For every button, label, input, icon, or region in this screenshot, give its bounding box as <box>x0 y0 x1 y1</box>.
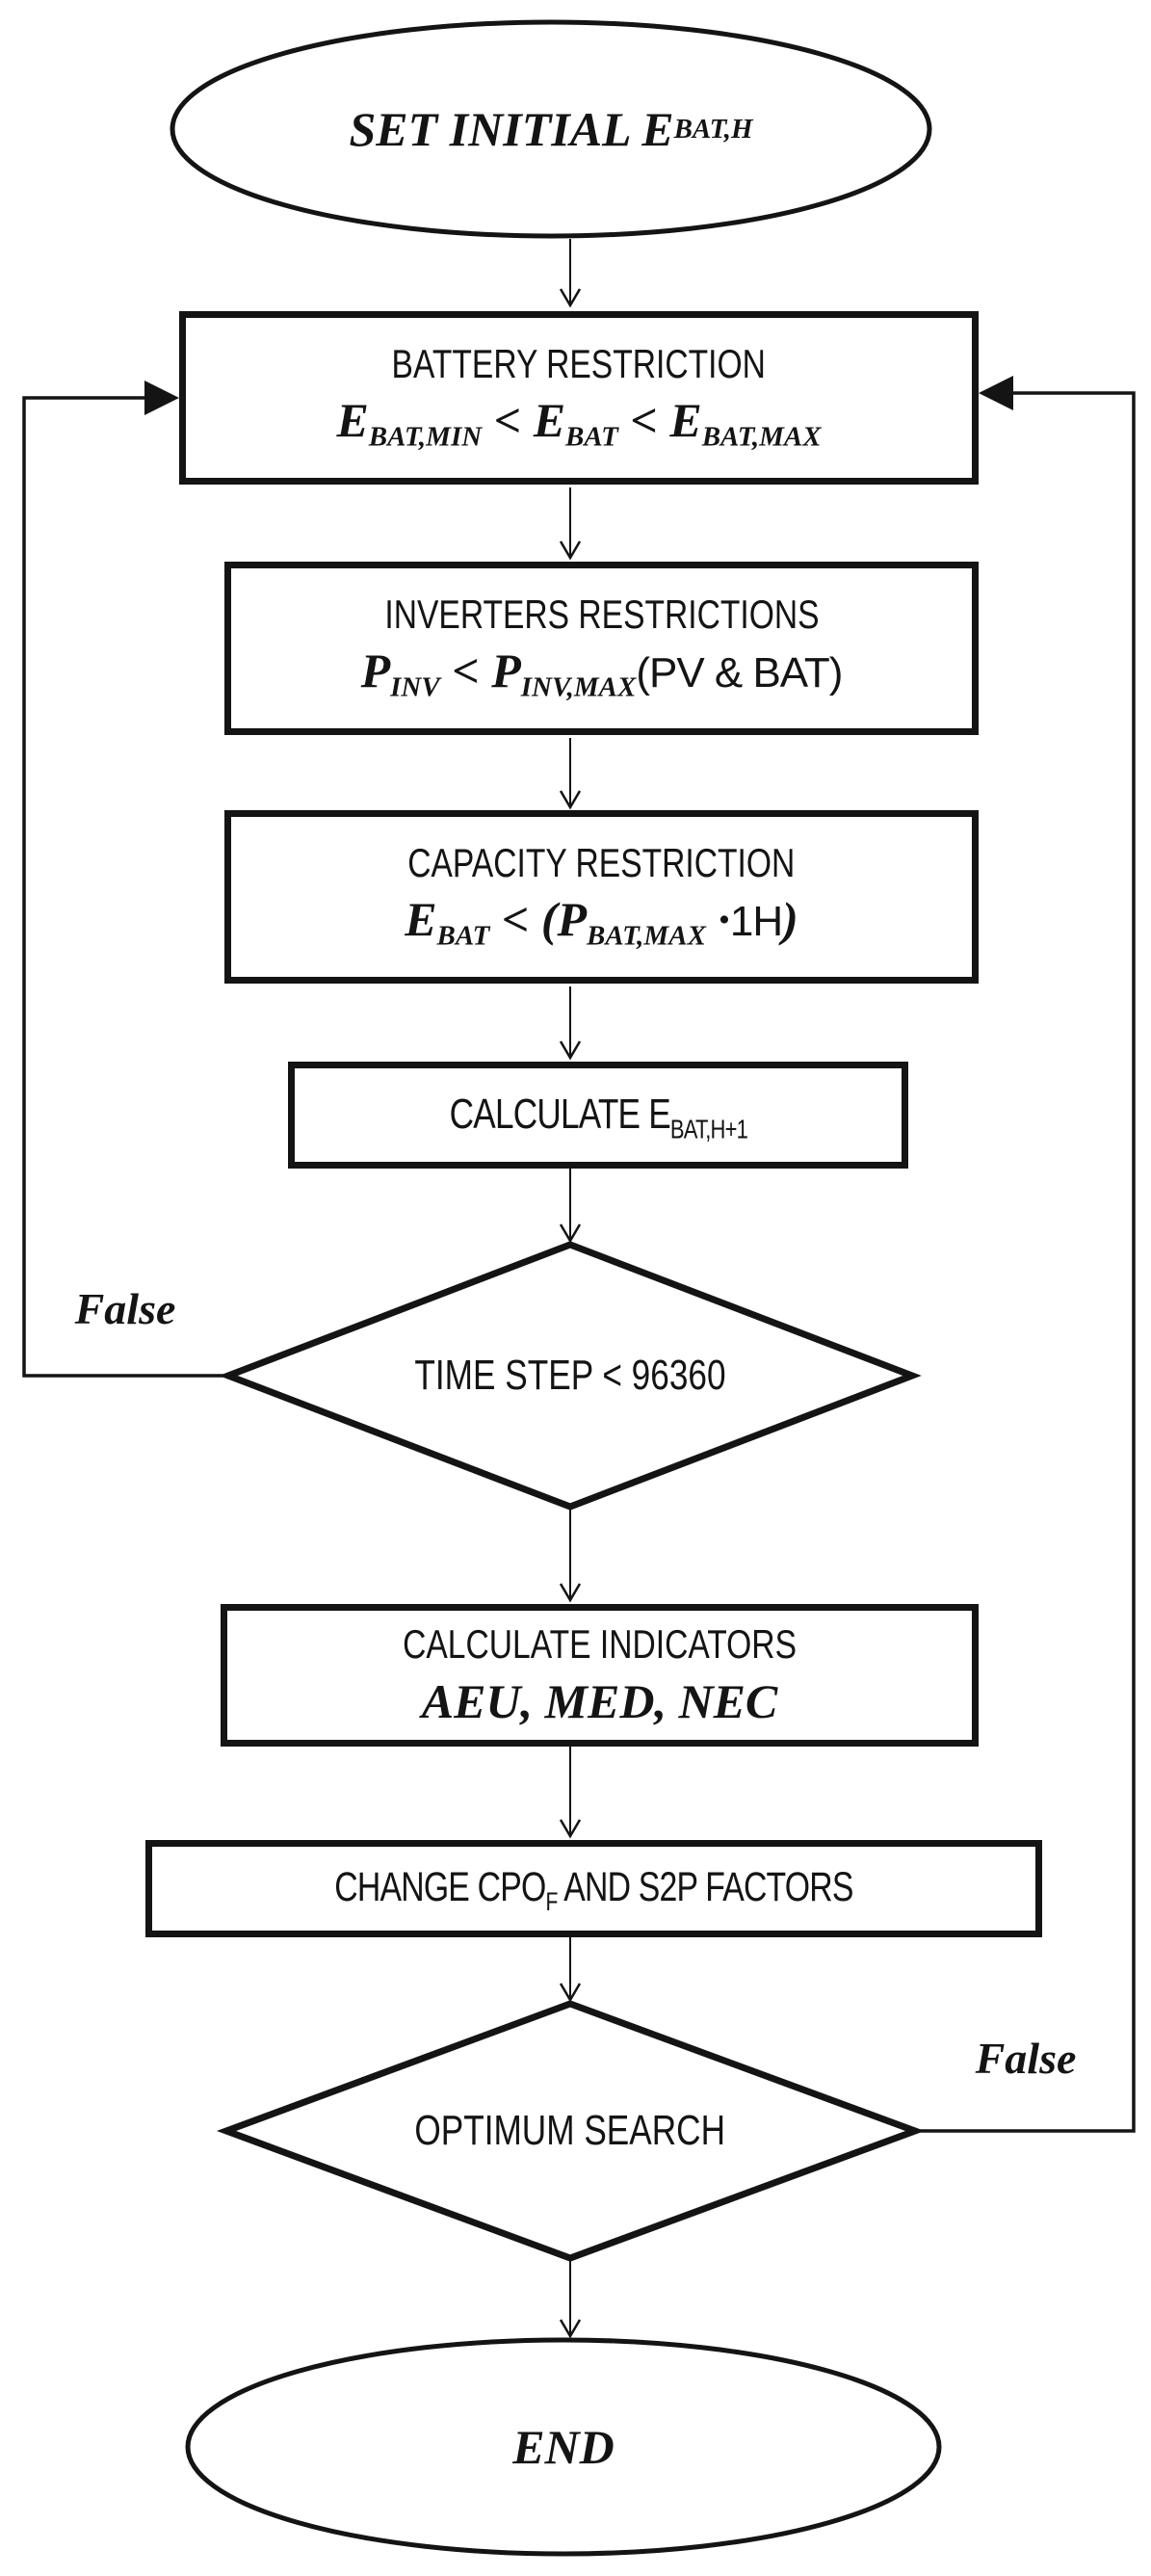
inverters-restrictions-formula: PINV < PINV,MAX(PV & BAT) <box>360 644 844 703</box>
arrow-time-step-to-indicators <box>559 1507 582 1603</box>
arrow-inverters-to-capacity <box>559 738 582 810</box>
time-step-false-label: False <box>74 1283 176 1333</box>
end-terminator-label: END <box>512 2420 615 2474</box>
loop-optimum-false-right <box>915 376 1136 2133</box>
arrow-start-to-battery <box>559 239 582 308</box>
capacity-restriction-title: CAPACITY RESTRICTION <box>407 840 796 886</box>
calculate-indicators-formula: AEU, MED, NEC <box>421 1673 778 1728</box>
arrow-calc-next-to-time-step <box>559 1169 582 1244</box>
end-terminator-shape <box>185 2337 942 2557</box>
battery-restriction-title: BATTERY RESTRICTION <box>391 341 767 387</box>
arrow-optimum-to-end <box>559 2258 582 2339</box>
inverters-restrictions-box: INVERTERS RESTRICTIONS PINV < PINV,MAX(P… <box>224 562 979 735</box>
arrow-change-factors-to-optimum <box>559 1937 582 2003</box>
capacity-restriction-formula: EBAT < (PBAT,MAX ·1H) <box>405 892 798 952</box>
loop-left-arrowhead <box>144 381 179 415</box>
arrow-battery-to-inverters <box>559 487 582 561</box>
arrow-indicators-to-change-factors <box>559 1747 582 1839</box>
arrow-capacity-to-calc-next <box>559 986 582 1061</box>
change-factors-label: CHANGE CPOF AND S2P FACTORS <box>334 1863 853 1916</box>
time-step-decision-label: TIME STEP < 96360 <box>414 1352 726 1399</box>
optimum-search-false-label: False <box>975 2033 1077 2083</box>
battery-restriction-box: BATTERY RESTRICTION EBAT,MIN < EBAT < EB… <box>179 311 979 485</box>
inverters-restrictions-title: INVERTERS RESTRICTIONS <box>383 591 820 638</box>
calculate-next-box: CALCULATE EBAT,H+1 <box>288 1062 908 1169</box>
calculate-next-label: CALCULATE EBAT,H+1 <box>449 1091 747 1144</box>
battery-restriction-formula: EBAT,MIN < EBAT < EBAT,MAX <box>336 393 822 453</box>
start-terminator-shape <box>170 19 932 239</box>
calculate-indicators-box: CALCULATE INDICATORS AEU, MED, NEC <box>221 1604 979 1747</box>
capacity-restriction-box: CAPACITY RESTRICTION EBAT < (PBAT,MAX ·1… <box>224 810 979 984</box>
calculate-indicators-title: CALCULATE INDICATORS <box>403 1621 797 1668</box>
optimum-search-decision-label: OPTIMUM SEARCH <box>414 2107 726 2154</box>
loop-time-step-false-left <box>22 381 228 1378</box>
loop-right-arrowhead <box>979 376 1013 410</box>
change-factors-box: CHANGE CPOF AND S2P FACTORS <box>145 1840 1042 1937</box>
